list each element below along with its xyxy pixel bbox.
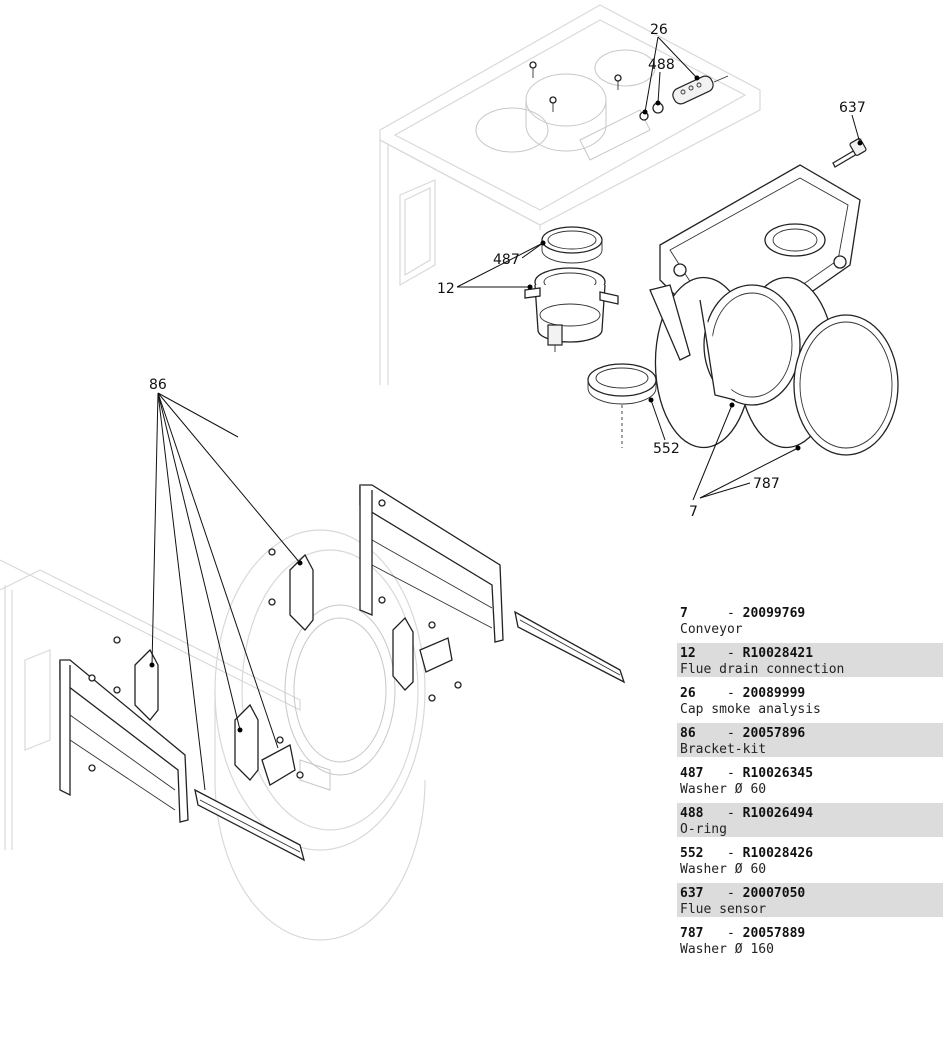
- legend-part-description: Bracket-kit: [680, 742, 767, 757]
- legend-separator: -: [703, 766, 743, 781]
- bracket-plate-3-part: [268, 548, 314, 631]
- bracket-plate-2-part: [234, 703, 304, 786]
- rail-right-part: [514, 610, 626, 684]
- legend-part-header: 12 - R10028421: [680, 646, 940, 662]
- legend-part-description: Washer Ø 60: [680, 782, 767, 797]
- top-screws: [529, 61, 622, 112]
- legend-part-header: 86 - 20057896: [680, 726, 940, 742]
- legend-part-code: R10026494: [742, 806, 814, 821]
- legend-part-header: 487 - R10026345: [680, 766, 940, 782]
- rail-left-part: [194, 788, 306, 862]
- callout-26: 26: [650, 22, 668, 38]
- legend-part-header: 787 - 20057889: [680, 926, 940, 942]
- legend-separator: -: [695, 686, 743, 701]
- legend-part-description: Flue drain connection: [680, 662, 845, 677]
- legend-part-code: 20057896: [742, 726, 806, 741]
- legend-separator: -: [695, 646, 743, 661]
- legend-part-description: Cap smoke analysis: [680, 702, 821, 717]
- callout-637: 637: [839, 100, 866, 116]
- legend-part-number: 552: [680, 846, 704, 861]
- legend-part-code: R10028426: [742, 846, 814, 861]
- legend-part-header: 552 - R10028426: [680, 846, 940, 862]
- legend-part-number: 7: [680, 606, 688, 621]
- callout-552: 552: [653, 441, 680, 457]
- legend-separator: -: [703, 926, 743, 941]
- legend-part-number: 12: [680, 646, 696, 661]
- flue-drain-connection-part: [524, 267, 619, 352]
- callout-488: 488: [648, 57, 675, 73]
- legend-part-number: 86: [680, 726, 696, 741]
- bracket-left-part: [59, 659, 189, 823]
- legend-separator: -: [687, 606, 743, 621]
- legend-separator: -: [703, 886, 743, 901]
- callout-7: 7: [689, 504, 698, 520]
- bracket-plate-1-part: [113, 636, 159, 721]
- washer-787-part: [793, 314, 899, 456]
- legend-separator: -: [703, 846, 743, 861]
- legend-part-code: R10028421: [742, 646, 814, 661]
- legend-part-description: Washer Ø 60: [680, 862, 767, 877]
- cap-smoke-analysis-part: [639, 75, 729, 121]
- legend-part-number: 488: [680, 806, 704, 821]
- conveyor-part: [649, 164, 861, 449]
- legend-part-code: 20089999: [742, 686, 806, 701]
- legend-part-description: O-ring: [680, 822, 727, 837]
- legend-part-code: 20057889: [742, 926, 806, 941]
- legend-separator: -: [703, 806, 743, 821]
- legend-part-header: 26 - 20089999: [680, 686, 940, 702]
- legend-part-code: 20099769: [742, 606, 806, 621]
- legend-part-description: Conveyor: [680, 622, 743, 637]
- washer-487-part: [541, 226, 603, 264]
- legend-separator: -: [695, 726, 743, 741]
- legend-part-code: 20007050: [742, 886, 806, 901]
- washer-552-part: [587, 363, 657, 448]
- leader-lines: [149, 36, 863, 791]
- legend-part-description: Washer Ø 160: [680, 942, 774, 957]
- legend-part-header: 7 - 20099769: [680, 606, 940, 622]
- bracket-plate-4-part: [392, 616, 462, 702]
- legend-part-header: 637 - 20007050: [680, 886, 940, 902]
- legend-part-description: Flue sensor: [680, 902, 767, 917]
- legend-part-code: R10026345: [742, 766, 814, 781]
- legend-part-number: 26: [680, 686, 696, 701]
- boiler-housing-top-ghost: [379, 4, 761, 385]
- legend-part-header: 488 - R10026494: [680, 806, 940, 822]
- legend-part-number: 637: [680, 886, 704, 901]
- callout-12: 12: [437, 281, 455, 297]
- callout-787: 787: [753, 476, 780, 492]
- legend-part-number: 787: [680, 926, 704, 941]
- callout-487: 487: [493, 252, 520, 268]
- legend-part-number: 487: [680, 766, 704, 781]
- boiler-housing-bottom-ghost: [0, 529, 426, 941]
- bracket-right-part: [359, 484, 504, 643]
- callout-86: 86: [149, 377, 167, 393]
